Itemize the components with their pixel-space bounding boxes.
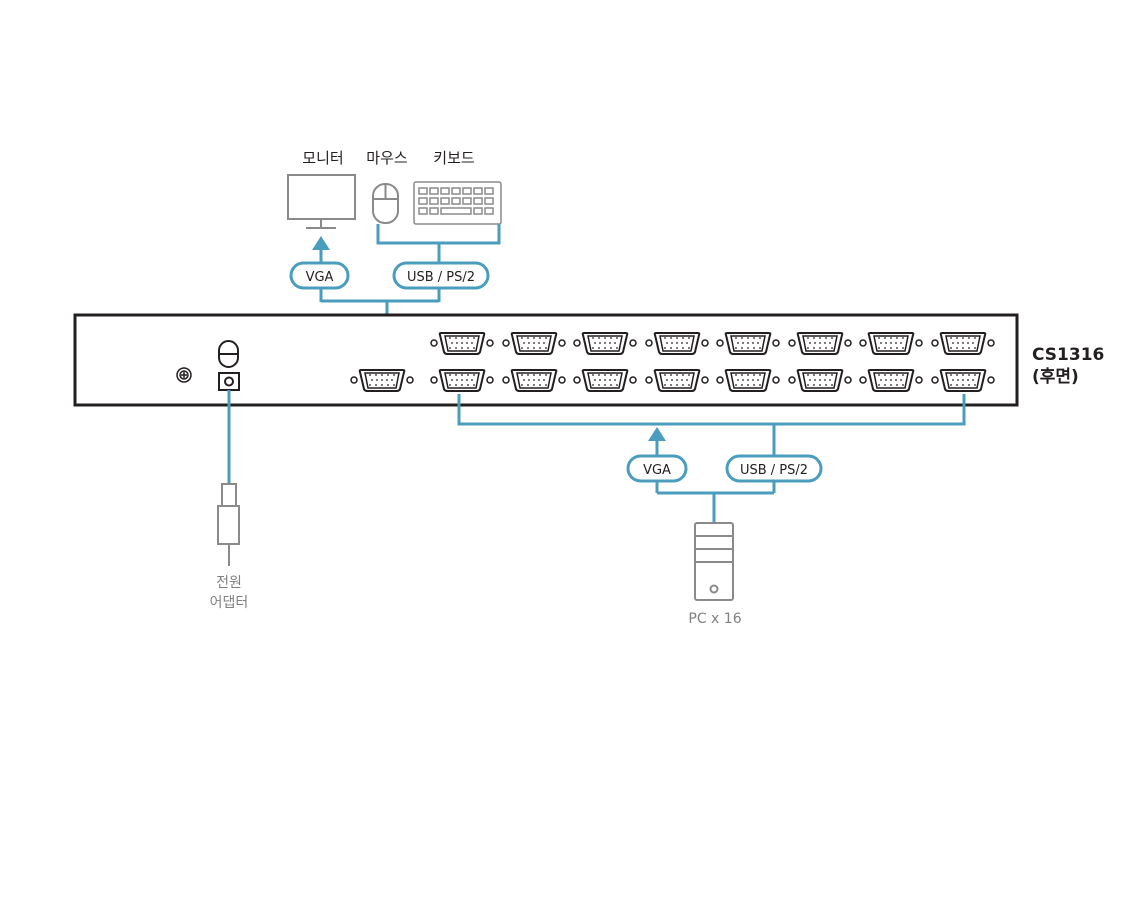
computer-port-10[interactable]: [502, 369, 566, 392]
power-switch-icon: [218, 340, 239, 368]
power-label-line1: 전원: [216, 575, 242, 591]
monitor-label: 모니터: [302, 149, 343, 167]
computer-port-15[interactable]: [859, 369, 923, 392]
console-vga-tag: VGA: [289, 261, 350, 290]
computer-port-6[interactable]: [788, 332, 852, 355]
computer-cables: [457, 394, 966, 523]
port-group: [350, 332, 995, 392]
computer-arrow-icon: [648, 427, 666, 441]
power-label-line2: 어댑터: [210, 595, 249, 611]
mouse-icon: [372, 183, 399, 224]
computer-port-14[interactable]: [788, 369, 852, 392]
computer-port-2[interactable]: [502, 332, 566, 355]
console-usb-tag-label: USB / PS/2: [407, 270, 475, 285]
model-label: CS1316: [1032, 345, 1104, 365]
computer-port-9[interactable]: [430, 369, 494, 392]
pc-label: PC x 16: [688, 611, 741, 627]
computer-port-12[interactable]: [645, 369, 709, 392]
computer-port-8[interactable]: [931, 332, 995, 355]
console-vga-port[interactable]: [350, 369, 414, 392]
computer-port-3[interactable]: [573, 332, 637, 355]
ground-terminal-icon: [176, 367, 192, 383]
monitor-icon: [287, 174, 356, 229]
computer-port-16[interactable]: [931, 369, 995, 392]
computer-vga-tag-label: VGA: [643, 463, 671, 478]
computer-port-5[interactable]: [716, 332, 780, 355]
computer-port-1[interactable]: [430, 332, 494, 355]
keyboard-label: 키보드: [433, 149, 475, 167]
computer-usb-tag: USB / PS/2: [725, 454, 823, 483]
mouse-label: 마우스: [366, 149, 408, 167]
console-usb-tag: USB / PS/2: [392, 261, 490, 290]
view-label: (후면): [1032, 366, 1079, 387]
monitor-arrow-icon: [312, 236, 330, 250]
computer-port-4[interactable]: [645, 332, 709, 355]
computer-port-11[interactable]: [573, 369, 637, 392]
computer-port-13[interactable]: [716, 369, 780, 392]
computer-vga-tag: VGA: [626, 454, 688, 483]
power-adapter-icon: [217, 483, 240, 566]
keyboard-icon: [413, 181, 502, 225]
computer-port-7[interactable]: [859, 332, 923, 355]
console-vga-tag-label: VGA: [306, 270, 334, 285]
pc-tower-icon: [694, 522, 734, 601]
computer-usb-tag-label: USB / PS/2: [740, 463, 808, 478]
